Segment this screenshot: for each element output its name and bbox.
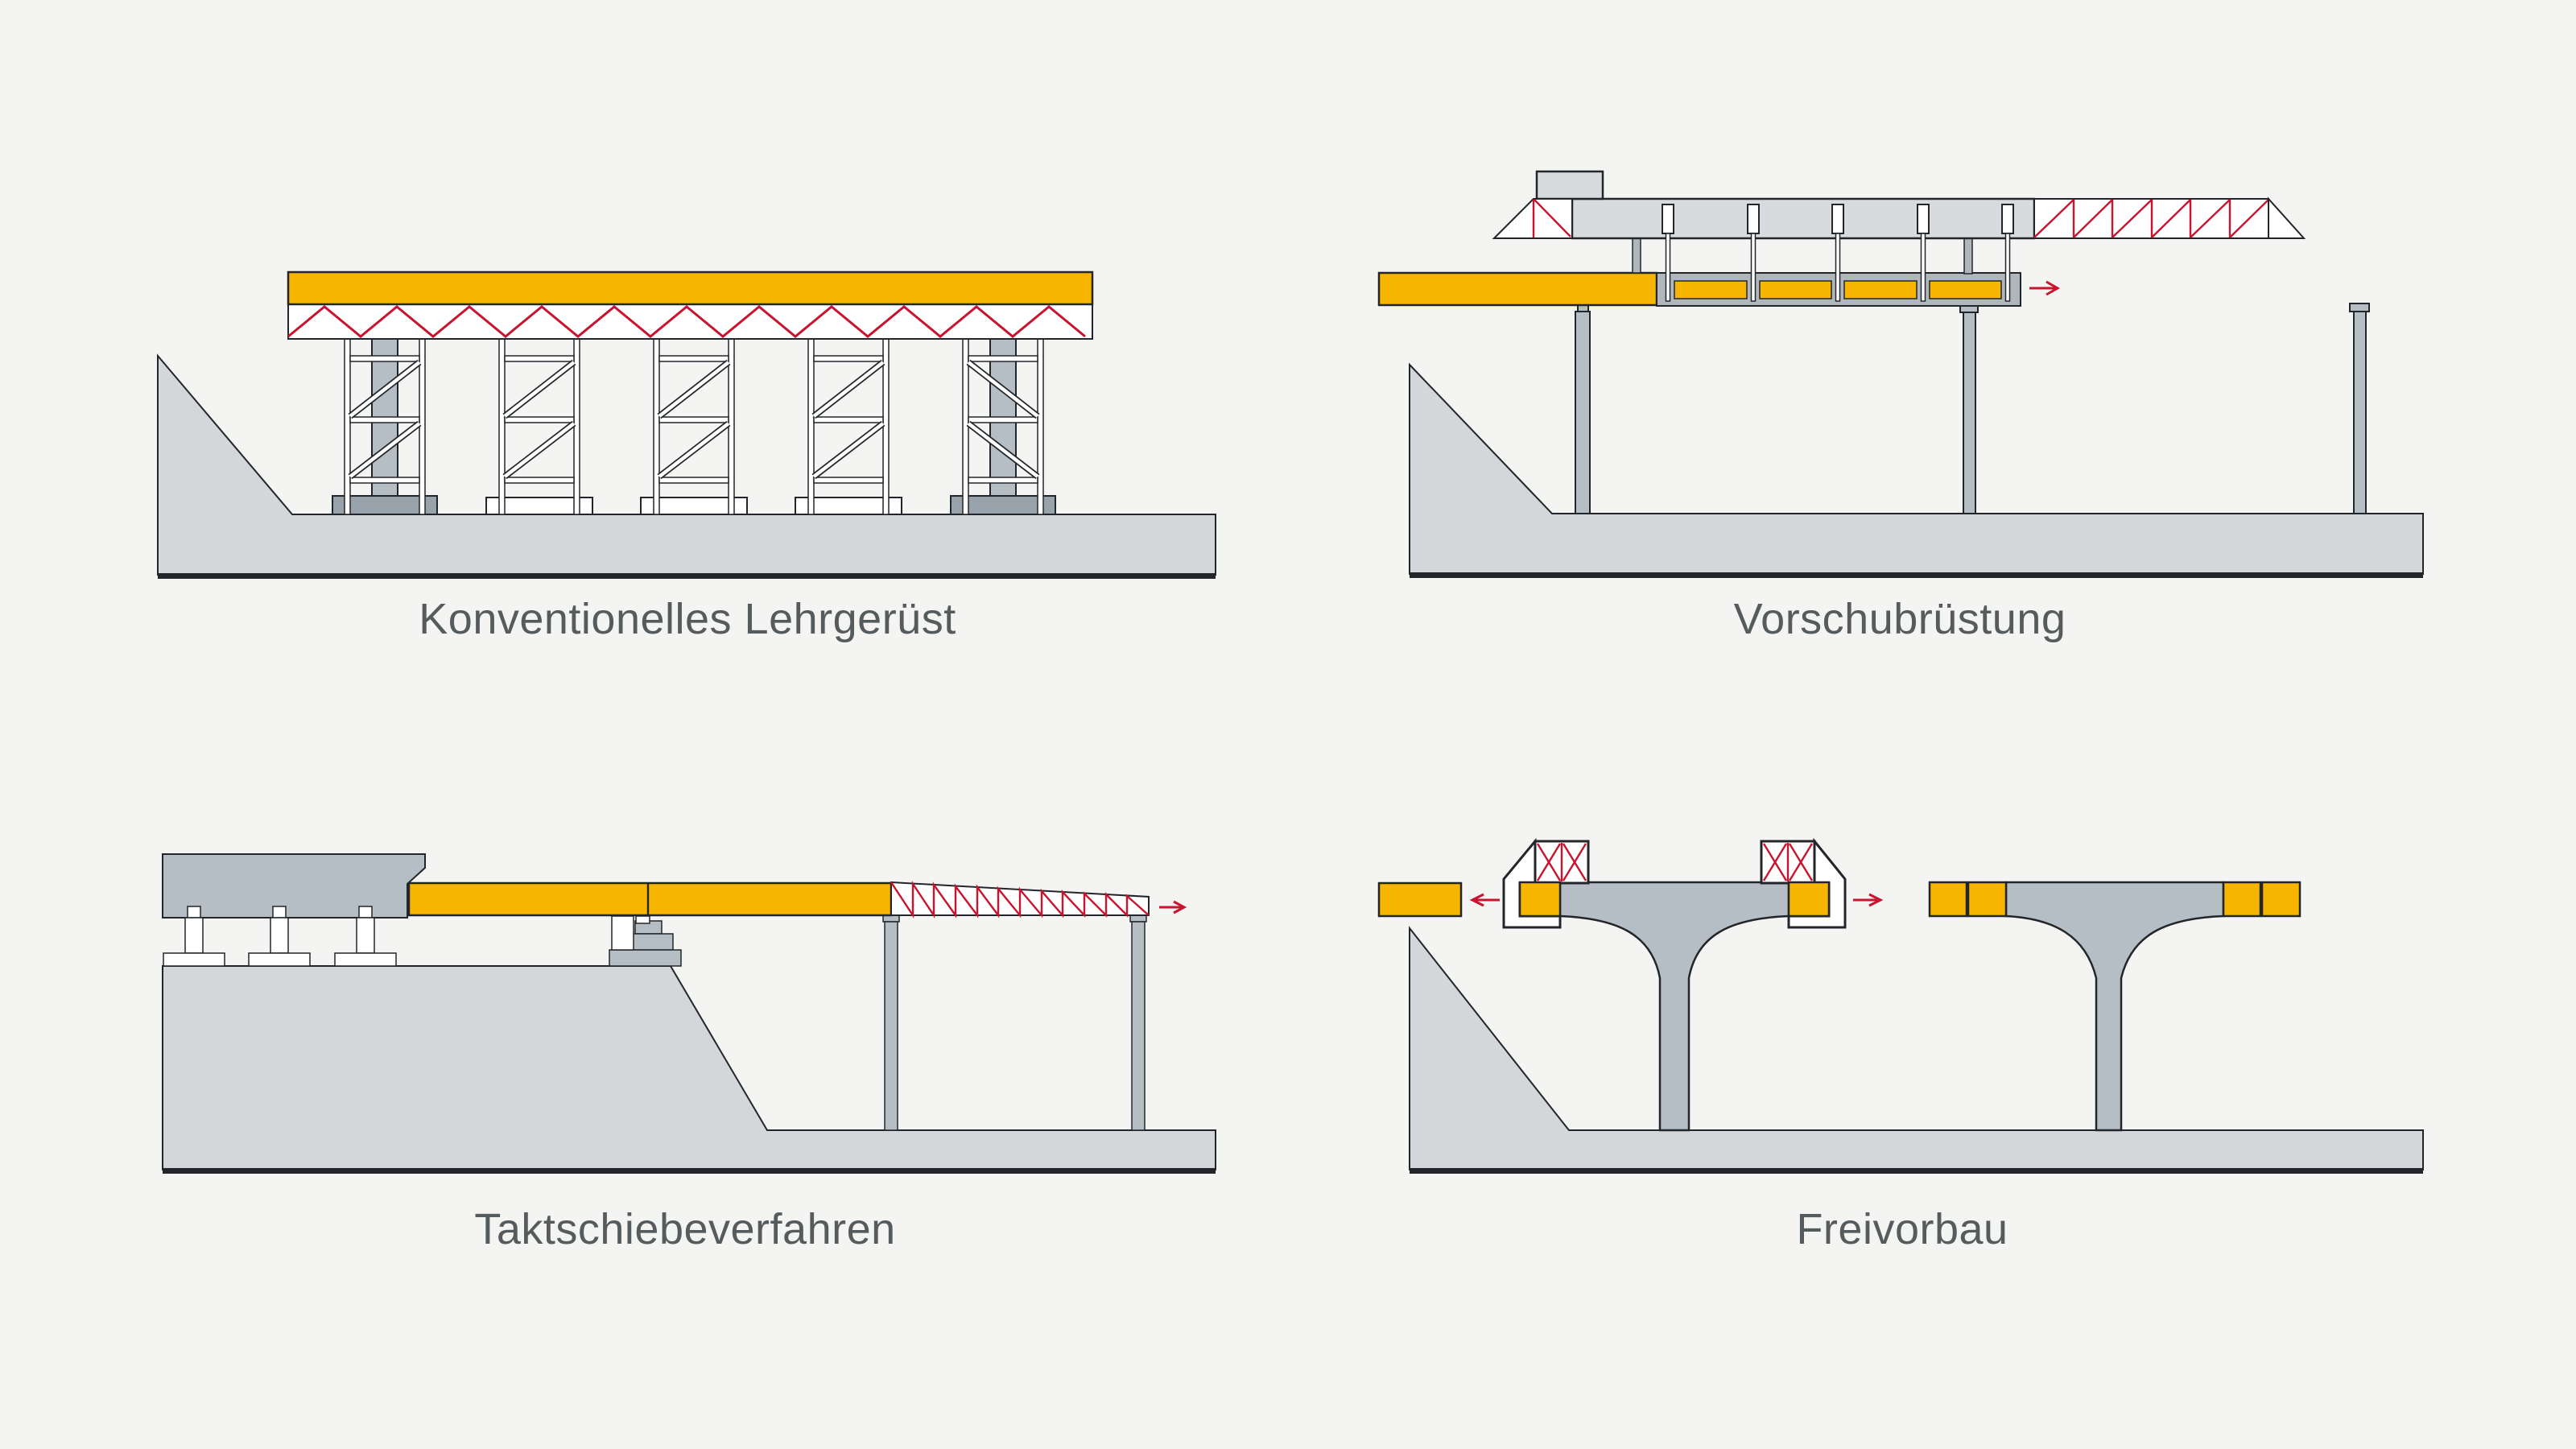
rear-nose-truss (2033, 196, 2306, 239)
bearing-block (611, 915, 650, 951)
bridge-deck (407, 881, 893, 917)
ground-embankment (1409, 926, 2424, 1174)
launching-nose-truss (890, 881, 1150, 919)
deck-segment (1377, 881, 2301, 918)
konventionelles-lehrgeruest-diagram (157, 270, 1216, 579)
vorschubruestung-diagram (1377, 170, 2424, 578)
bridge-pier (882, 914, 1147, 1131)
bridge-pier (1575, 303, 2370, 514)
panel-label: Vorschubrüstung (1733, 595, 2066, 643)
casting-yard (162, 853, 426, 919)
front-nose-truss (1492, 198, 1573, 239)
panel-taktschiebeverfahren: Taktschiebeverfahren (0, 724, 1288, 1449)
falsework-tower (345, 339, 1043, 514)
hammerhead-pier (1558, 881, 2225, 1132)
advance-arrow-right-icon (1159, 900, 1187, 914)
casting-yard-pedestal (163, 906, 397, 967)
advance-arrow-left-icon (1469, 893, 1500, 907)
completed-deck (1377, 271, 1658, 307)
panel-label: Taktschiebeverfahren (474, 1205, 896, 1253)
panel-freivorbau: Freivorbau (1288, 724, 2576, 1449)
ground-embankment (1409, 362, 2424, 578)
launching-girder (1571, 197, 2036, 240)
panel-konventionelles-lehrgeruest: Konventionelles Lehrgerüst (0, 0, 1288, 724)
ground-embankment (162, 965, 1216, 1174)
panel-label: Konventionelles Lehrgerüst (419, 595, 956, 643)
freivorbau-diagram (1377, 837, 2424, 1174)
advance-arrow-right-icon (2029, 280, 2061, 296)
bridge-deck (287, 270, 1094, 306)
panel-vorschubruestung: Vorschubrüstung (1288, 0, 2576, 724)
taktschiebeverfahren-diagram (162, 853, 1216, 1174)
form-traveler-bracing (1536, 843, 1814, 881)
falsework-truss-girder (287, 303, 1093, 340)
ground-embankment (157, 353, 1216, 579)
advance-arrow-right-icon (1853, 893, 1884, 907)
fresh-concrete-segment (1674, 280, 2002, 299)
suspension-hanger (1662, 204, 2014, 302)
tower-pedestal (485, 497, 902, 515)
panel-label: Freivorbau (1796, 1205, 2008, 1253)
machine-house-box (1535, 170, 1604, 200)
